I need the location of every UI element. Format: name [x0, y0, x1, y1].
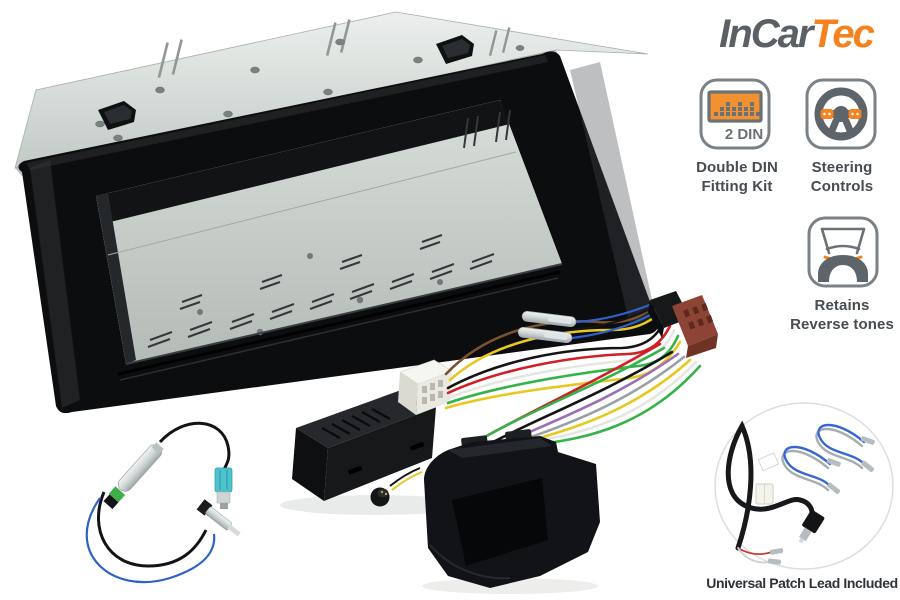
green-band	[108, 486, 126, 503]
steering-wheel-graphic	[814, 87, 868, 141]
metal-clip	[436, 35, 474, 64]
microphone-connector	[370, 467, 423, 507]
double-din-radio-icon: 2 DIN	[699, 78, 771, 150]
universal-patch-lead	[725, 420, 866, 564]
cable-tag	[757, 452, 780, 472]
radio-display	[707, 90, 763, 123]
double-din-cage-photo	[14, 11, 658, 414]
quadlock-shadow	[422, 578, 598, 594]
steering-wheel-icon	[805, 78, 877, 150]
crimp-terminals	[517, 310, 577, 344]
brand-logo-incar: InCar	[719, 12, 813, 56]
iso-maroon-plug	[672, 295, 718, 358]
car-rear-graphic	[818, 227, 868, 282]
antenna-booster	[103, 442, 164, 510]
feature-label-reverse: Retains Reverse tones	[790, 297, 894, 333]
steering-buttons	[820, 109, 862, 119]
feature-label-double-din: Double DIN Fitting Kit	[696, 159, 778, 195]
blue-remote-wire	[85, 497, 216, 584]
white-multiplug	[398, 359, 453, 415]
gloss-black-fascia	[18, 51, 658, 414]
feature-label-steering: Steering Controls	[810, 159, 874, 195]
wiring-harness	[444, 300, 702, 452]
lead-terminals	[767, 436, 875, 565]
brand-logo: InCarTec	[698, 10, 894, 58]
patch-lead-photo	[714, 402, 894, 570]
equalizer-bars	[714, 102, 760, 116]
metal-clip	[98, 101, 136, 130]
molex-connector	[755, 483, 774, 505]
aerial-antenna-adapter	[85, 421, 241, 584]
cage-interior	[96, 100, 563, 365]
steering-interface-box	[292, 359, 453, 501]
quadlock-connector	[424, 429, 600, 588]
car-reverse-sensor-icon	[807, 216, 879, 288]
din-aerial-plug	[196, 499, 241, 537]
patch-lead-caption: Universal Patch Lead Included	[706, 575, 898, 591]
brand-logo-tec: Tec	[811, 12, 874, 56]
right-angle-jack	[798, 510, 825, 544]
din-badge-label: 2 DIN	[725, 126, 763, 143]
iso-connectors	[648, 291, 718, 358]
fakra-connector	[214, 467, 233, 509]
